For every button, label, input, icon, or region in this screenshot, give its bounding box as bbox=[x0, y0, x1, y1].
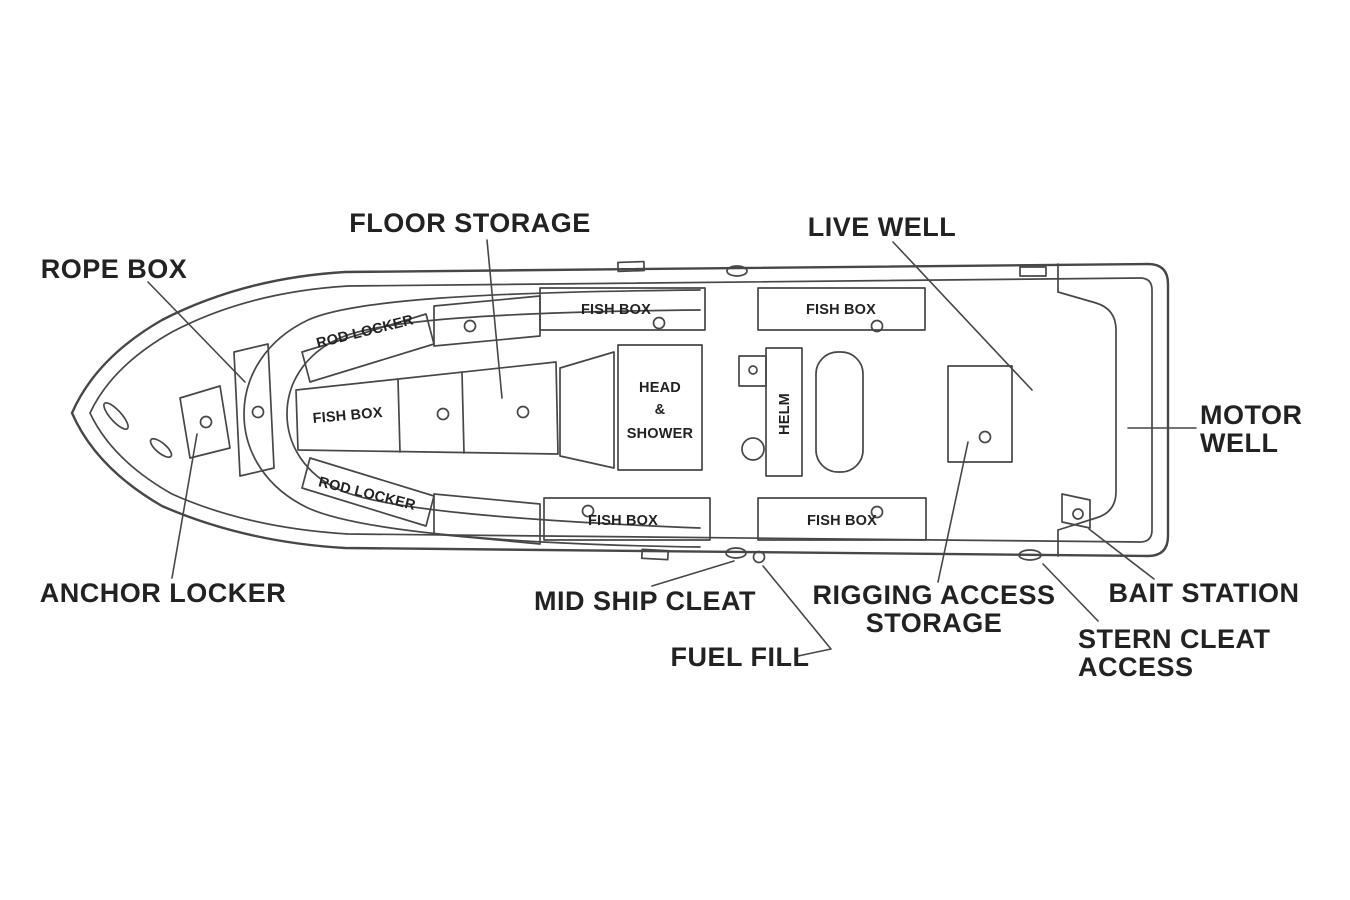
label-fish-box-top-right: FISH BOX bbox=[806, 302, 876, 318]
deck-latch-4 bbox=[581, 504, 595, 518]
fish-box-top-right bbox=[757, 287, 926, 331]
helm-seat-shape bbox=[815, 351, 864, 473]
leader-anchor-locker bbox=[171, 433, 198, 579]
cockpit-liner-inner bbox=[286, 309, 701, 529]
label-mid-ship-cleat: MID SHIP CLEAT bbox=[534, 586, 756, 616]
bow-storage-bottom-shape bbox=[433, 493, 541, 545]
fuel-fill-cap bbox=[752, 550, 766, 564]
motor-well-wall bbox=[1057, 291, 1117, 531]
leader-rigging-access bbox=[937, 441, 969, 583]
leader-rope-box bbox=[147, 281, 246, 383]
bow-eye bbox=[103, 401, 129, 431]
hull-outline bbox=[70, 262, 1170, 558]
label-head-shower-line2: & bbox=[655, 402, 666, 418]
label-stern-cleat-line2: ACCESS bbox=[1078, 652, 1194, 682]
label-floor-storage: FLOOR STORAGE bbox=[349, 208, 591, 238]
label-rigging-access-line2: STORAGE bbox=[866, 608, 1003, 638]
anchor-locker-latch bbox=[199, 415, 213, 429]
live-well-box bbox=[947, 365, 1013, 463]
label-live-well: LIVE WELL bbox=[808, 212, 957, 242]
label-motor-well-line2: WELL bbox=[1200, 428, 1278, 458]
label-rigging-access-line1: RIGGING ACCESS bbox=[812, 580, 1055, 610]
stern-cleat-shape bbox=[1018, 549, 1042, 561]
label-fish-box-mid: FISH BOX bbox=[312, 405, 383, 427]
leader-mid-ship-cleat bbox=[651, 560, 735, 587]
rope-box-shape bbox=[233, 343, 275, 477]
head-shower-box bbox=[617, 344, 703, 471]
console-box-latch bbox=[748, 365, 758, 375]
rope-box-latch bbox=[251, 405, 265, 419]
deck-latch-1 bbox=[463, 319, 477, 333]
console-box bbox=[738, 355, 767, 387]
leader-floor-storage bbox=[486, 239, 503, 399]
floor-storage-latch-2 bbox=[516, 405, 530, 419]
label-fish-box-top-left: FISH BOX bbox=[581, 302, 651, 318]
live-well-latch bbox=[978, 430, 992, 444]
hull-inner-line bbox=[89, 277, 1153, 543]
label-stern-cleat-line1: STERN CLEAT bbox=[1078, 624, 1271, 654]
label-fish-box-bottom-left: FISH BOX bbox=[588, 513, 658, 529]
bait-station-latch bbox=[1072, 508, 1084, 520]
floor-storage-divider-1 bbox=[397, 378, 401, 453]
fish-box-top-left bbox=[539, 287, 706, 331]
label-anchor-locker: ANCHOR LOCKER bbox=[40, 578, 287, 608]
deck-fitting-top-2 bbox=[1019, 266, 1047, 277]
anchor-locker-shape bbox=[179, 385, 231, 459]
bait-station-shape bbox=[1061, 493, 1091, 529]
deck-fitting-top-1 bbox=[617, 260, 646, 273]
helm-console-shape bbox=[765, 347, 803, 477]
console-seat-shape bbox=[559, 351, 615, 469]
fish-box-bottom-right bbox=[757, 497, 927, 541]
deck-fitting-bottom-1 bbox=[640, 548, 670, 561]
label-head-shower-line3: SHOWER bbox=[627, 426, 694, 442]
mid-ship-cleat-shape bbox=[725, 547, 747, 559]
leader-stern-cleat bbox=[1042, 563, 1099, 622]
deck-latch-3 bbox=[870, 319, 884, 333]
bow-deck-fitting bbox=[149, 437, 173, 459]
label-fish-box-bottom-right: FISH BOX bbox=[807, 513, 877, 529]
label-helm: HELM bbox=[777, 393, 793, 435]
label-head-shower-line1: HEAD bbox=[639, 380, 681, 396]
deck-latch-2 bbox=[652, 316, 666, 330]
label-fuel-fill: FUEL FILL bbox=[671, 642, 810, 672]
label-motor-well-line1: MOTOR bbox=[1200, 400, 1303, 430]
floor-storage-divider-2 bbox=[461, 371, 465, 454]
leader-fuel-fill bbox=[762, 565, 832, 657]
steering-wheel bbox=[741, 437, 765, 461]
floor-storage-latch-1 bbox=[436, 407, 450, 421]
leader-live-well bbox=[892, 241, 1033, 391]
bow-storage-top-shape bbox=[433, 295, 541, 347]
cockpit-liner-outer bbox=[243, 289, 701, 548]
floor-storage-band bbox=[295, 361, 559, 455]
deck-latch-5 bbox=[870, 505, 884, 519]
leader-bait-station bbox=[1088, 528, 1155, 580]
label-bait-station: BAIT STATION bbox=[1109, 578, 1300, 608]
cleat-top bbox=[726, 265, 748, 277]
fish-box-bottom-left bbox=[543, 497, 711, 541]
label-rod-locker-top: ROD LOCKER bbox=[315, 312, 416, 352]
label-rope-box: ROPE BOX bbox=[41, 254, 188, 284]
